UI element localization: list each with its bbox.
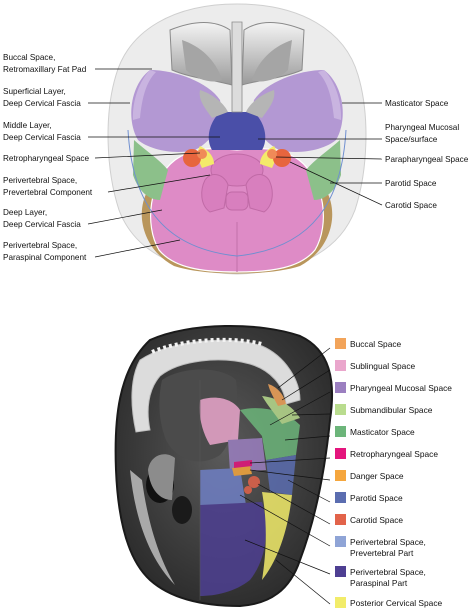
legend: Buccal Space Sublingual Space Pharyngeal… [335,338,452,608]
svg-text:Space/surface: Space/surface [385,135,438,144]
legend-label-perivertebral-paraspinal-2: Paraspinal Part [350,578,408,588]
svg-text:Prevertebral Part: Prevertebral Part [350,548,414,558]
svg-text:Retromaxillary Fat Pad: Retromaxillary Fat Pad [3,65,87,74]
label-carotid-space: Carotid Space [385,201,437,210]
label-buccal-retromaxillary-1: Buccal Space, [3,53,55,62]
carotid-right [273,149,291,167]
ct-image [114,324,334,608]
masticator-right [253,70,343,152]
svg-text:Perivertebral Space,: Perivertebral Space, [350,537,426,547]
legend-swatch-submandibular [335,404,346,415]
legend-label-carotid: Carotid Space [350,515,403,525]
ct-overlay [199,384,300,596]
legend-label-danger: Danger Space [350,471,404,481]
legend-swatch-parotid [335,492,346,503]
legend-swatch-carotid [335,514,346,525]
parotid-right [306,140,341,200]
label-middle-layer-2: Deep Cervical Fascia [3,133,81,142]
svg-text:Carotid Space: Carotid Space [350,515,403,525]
legend-label-posterior-cervical: Posterior Cervical Space [350,598,443,608]
legend-swatch-danger [335,470,346,481]
svg-text:Danger Space: Danger Space [350,471,404,481]
legend-swatch-pharyngeal-mucosal [335,382,346,393]
label-retropharyngeal: Retropharyngeal Space [3,154,89,163]
vertebra [201,153,273,213]
top-right-labels: Masticator Space Pharyngeal Mucosal Spac… [258,99,469,210]
masticator-left [131,70,221,152]
label-superficial-layer-2: Deep Cervical Fascia [3,99,81,108]
legend-leader-lines [239,347,331,605]
label-middle-layer-1: Middle Layer, [3,121,52,130]
pharyngeal-mucosal [208,112,266,150]
svg-text:Deep Cervical Fascia: Deep Cervical Fascia [3,99,81,108]
label-perivertebral-prevertebral-1: Perivertebral Space, [3,176,77,185]
svg-text:Pharyngeal Mucosal Space: Pharyngeal Mucosal Space [350,383,452,393]
label-parotid-space: Parotid Space [385,179,437,188]
legend-label-retropharyngeal: Retropharyngeal Space [350,449,438,459]
svg-text:Deep Cervical Fascia: Deep Cervical Fascia [3,220,81,229]
svg-text:Deep Layer,: Deep Layer, [3,208,47,217]
top-left-labels: Buccal Space, Retromaxillary Fat Pad Sup… [3,53,220,262]
legend-swatch-sublingual [335,360,346,371]
legend-label-pharyngeal-mucosal: Pharyngeal Mucosal Space [350,383,452,393]
svg-text:Masticator Space: Masticator Space [385,99,449,108]
svg-text:Posterior Cervical Space: Posterior Cervical Space [350,598,443,608]
svg-text:Masticator Space: Masticator Space [350,427,415,437]
svg-text:Parotid Space: Parotid Space [385,179,437,188]
svg-text:Deep Cervical Fascia: Deep Cervical Fascia [3,133,81,142]
svg-text:Perivertebral Space,: Perivertebral Space, [3,241,77,250]
legend-label-parotid: Parotid Space [350,493,403,503]
legend-swatch-buccal [335,338,346,349]
legend-swatch-retropharyngeal [335,448,346,459]
label-parapharyngeal-space: Parapharyngeal Space [385,155,469,164]
legend-swatch-masticator [335,426,346,437]
label-superficial-layer-1: Superficial Layer, [3,87,66,96]
legend-label-buccal: Buccal Space [350,339,402,349]
svg-text:Retropharyngeal Space: Retropharyngeal Space [350,449,438,459]
label-perivertebral-paraspinal-1: Perivertebral Space, [3,241,77,250]
label-deep-layer-1: Deep Layer, [3,208,47,217]
svg-text:Buccal Space,: Buccal Space, [3,53,55,62]
svg-text:Perivertebral Space,: Perivertebral Space, [3,176,77,185]
label-perivertebral-prevertebral-2: Prevertebral Component [3,188,93,197]
svg-text:Paraspinal Part: Paraspinal Part [350,578,408,588]
label-pharyngeal-mucosal-1: Pharyngeal Mucosal [385,123,459,132]
label-pharyngeal-mucosal-2: Space/surface [385,135,438,144]
svg-text:Retropharyngeal Space: Retropharyngeal Space [3,154,89,163]
svg-text:Parapharyngeal Space: Parapharyngeal Space [385,155,469,164]
nasal-structures [169,21,305,118]
legend-label-submandibular: Submandibular Space [350,405,433,415]
axial-illustration [107,3,367,275]
svg-text:Carotid Space: Carotid Space [385,201,437,210]
label-perivertebral-paraspinal-2: Paraspinal Component [3,253,87,262]
svg-text:Superficial Layer,: Superficial Layer, [3,87,66,96]
svg-text:Perivertebral Space,: Perivertebral Space, [350,567,426,577]
legend-swatch-perivertebral-prevertebral [335,536,346,547]
label-buccal-retromaxillary-2: Retromaxillary Fat Pad [3,65,87,74]
legend-label-perivertebral-prevertebral-1: Perivertebral Space, [350,537,426,547]
legend-label-sublingual: Sublingual Space [350,361,416,371]
parotid-left [133,140,168,200]
legend-swatch-posterior-cervical [335,597,346,608]
label-masticator-space: Masticator Space [385,99,449,108]
label-deep-layer-2: Deep Cervical Fascia [3,220,81,229]
svg-text:Parotid Space: Parotid Space [350,493,403,503]
legend-swatch-perivertebral-paraspinal [335,566,346,577]
legend-label-perivertebral-paraspinal-1: Perivertebral Space, [350,567,426,577]
svg-text:Buccal Space: Buccal Space [350,339,402,349]
svg-text:Prevertebral Component: Prevertebral Component [3,188,93,197]
legend-label-perivertebral-prevertebral-2: Prevertebral Part [350,548,414,558]
legend-label-masticator: Masticator Space [350,427,415,437]
svg-text:Paraspinal Component: Paraspinal Component [3,253,87,262]
svg-text:Sublingual Space: Sublingual Space [350,361,416,371]
svg-text:Submandibular Space: Submandibular Space [350,405,433,415]
svg-text:Pharyngeal Mucosal: Pharyngeal Mucosal [385,123,459,132]
svg-text:Middle Layer,: Middle Layer, [3,121,52,130]
